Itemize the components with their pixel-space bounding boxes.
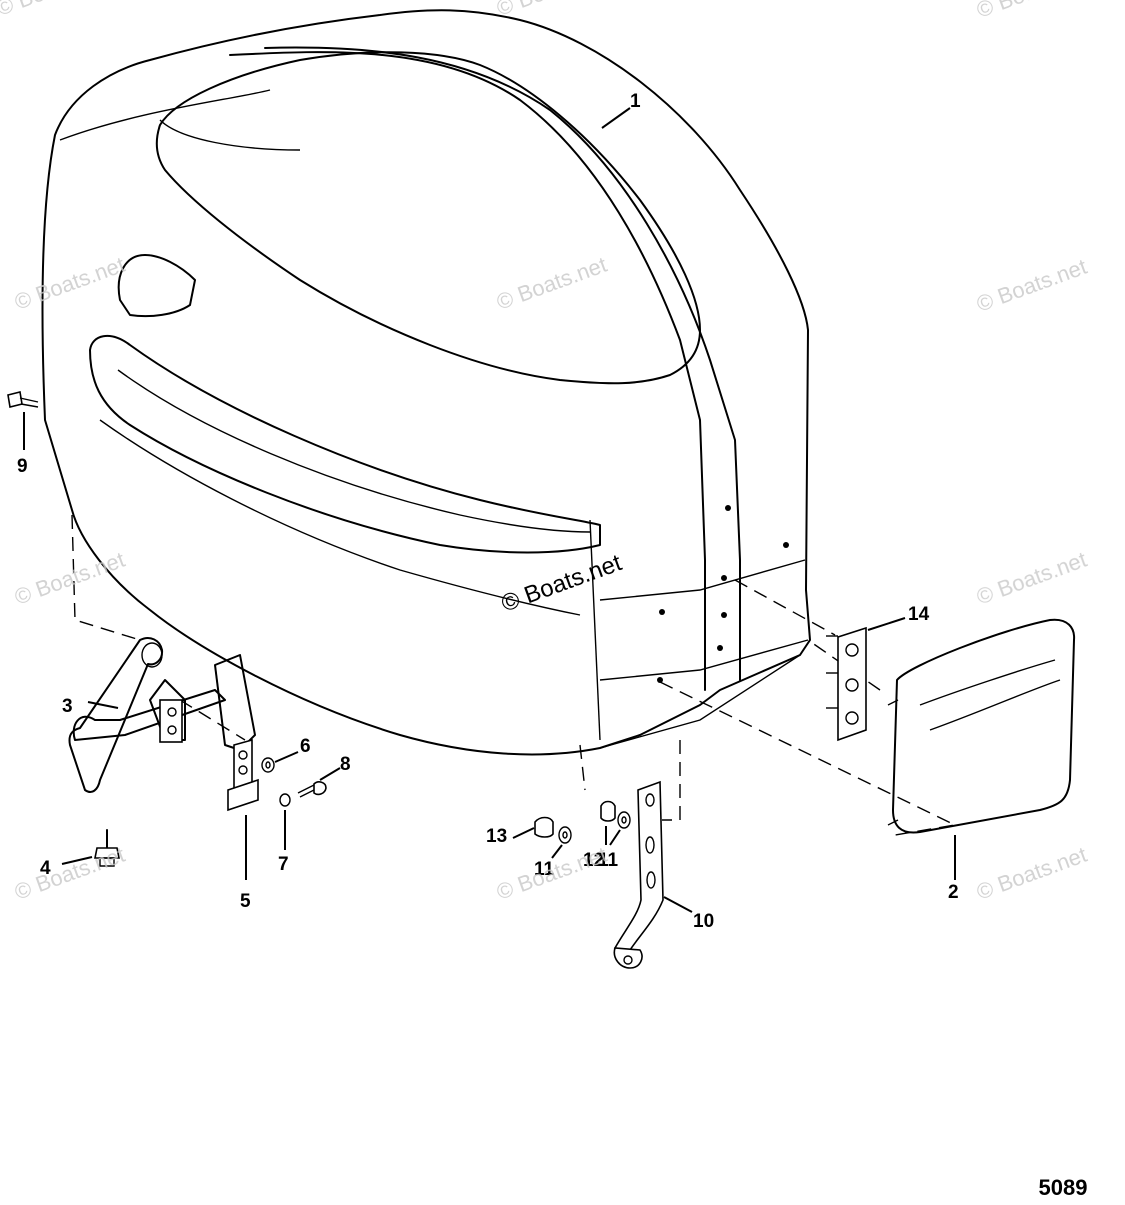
nut-part-12 — [600, 800, 616, 822]
callout-10: 10 — [693, 911, 714, 932]
watermark: © Boats.net — [973, 254, 1090, 317]
screw-part-8 — [297, 781, 327, 798]
watermark: © Boats.net — [11, 842, 128, 905]
nut-part-7 — [279, 793, 291, 807]
callout-14: 14 — [908, 604, 930, 625]
watermark: © Boats.net — [493, 252, 610, 315]
clip-part-5 — [227, 738, 259, 812]
mount-stud-part-4 — [94, 829, 120, 867]
long-bracket-part-10 — [613, 780, 664, 969]
callout-11b: 11 — [598, 850, 619, 871]
watermark: © Boats.net — [973, 0, 1090, 23]
watermark: © Boats.net — [973, 547, 1090, 610]
nut-part-13 — [534, 816, 554, 838]
washer-part-11b — [617, 811, 631, 829]
assembly-lines — [71, 514, 958, 836]
callout-11a: 11 — [534, 859, 555, 880]
callout-1: 1 — [630, 91, 641, 112]
callout-3: 3 — [62, 696, 73, 717]
washer-part-6 — [261, 757, 275, 773]
watermark: © Boats.net — [11, 547, 128, 610]
callout-2: 2 — [948, 882, 959, 903]
watermark: © Boats.net — [0, 0, 110, 21]
callout-9: 9 — [17, 456, 28, 477]
figure-number: 5089 — [1039, 1175, 1088, 1200]
watermark: © Boats.net — [493, 842, 610, 905]
callout-8: 8 — [340, 754, 351, 775]
mount-bracket-part-3 — [68, 637, 256, 793]
callout-6: 6 — [300, 736, 311, 757]
watermark: © Boats.net — [973, 842, 1090, 905]
leader-1 — [601, 107, 631, 129]
callout-4: 4 — [40, 858, 51, 879]
washer-part-11a — [558, 826, 572, 844]
side-cover-part-2 — [887, 618, 1076, 834]
watermark-center: © Boats.net — [498, 549, 626, 617]
engine-cowl — [41, 9, 811, 756]
callout-7: 7 — [278, 854, 289, 875]
callout-13: 13 — [486, 826, 507, 847]
bracket-part-14 — [826, 626, 867, 742]
watermark: © Boats.net — [11, 252, 128, 315]
callout-5: 5 — [240, 891, 251, 912]
bolt-part-9 — [7, 391, 39, 408]
watermarks: © Boats.net © Boats.net © Boats.net © Bo… — [0, 0, 1090, 905]
callout-12: 12 — [583, 850, 604, 871]
